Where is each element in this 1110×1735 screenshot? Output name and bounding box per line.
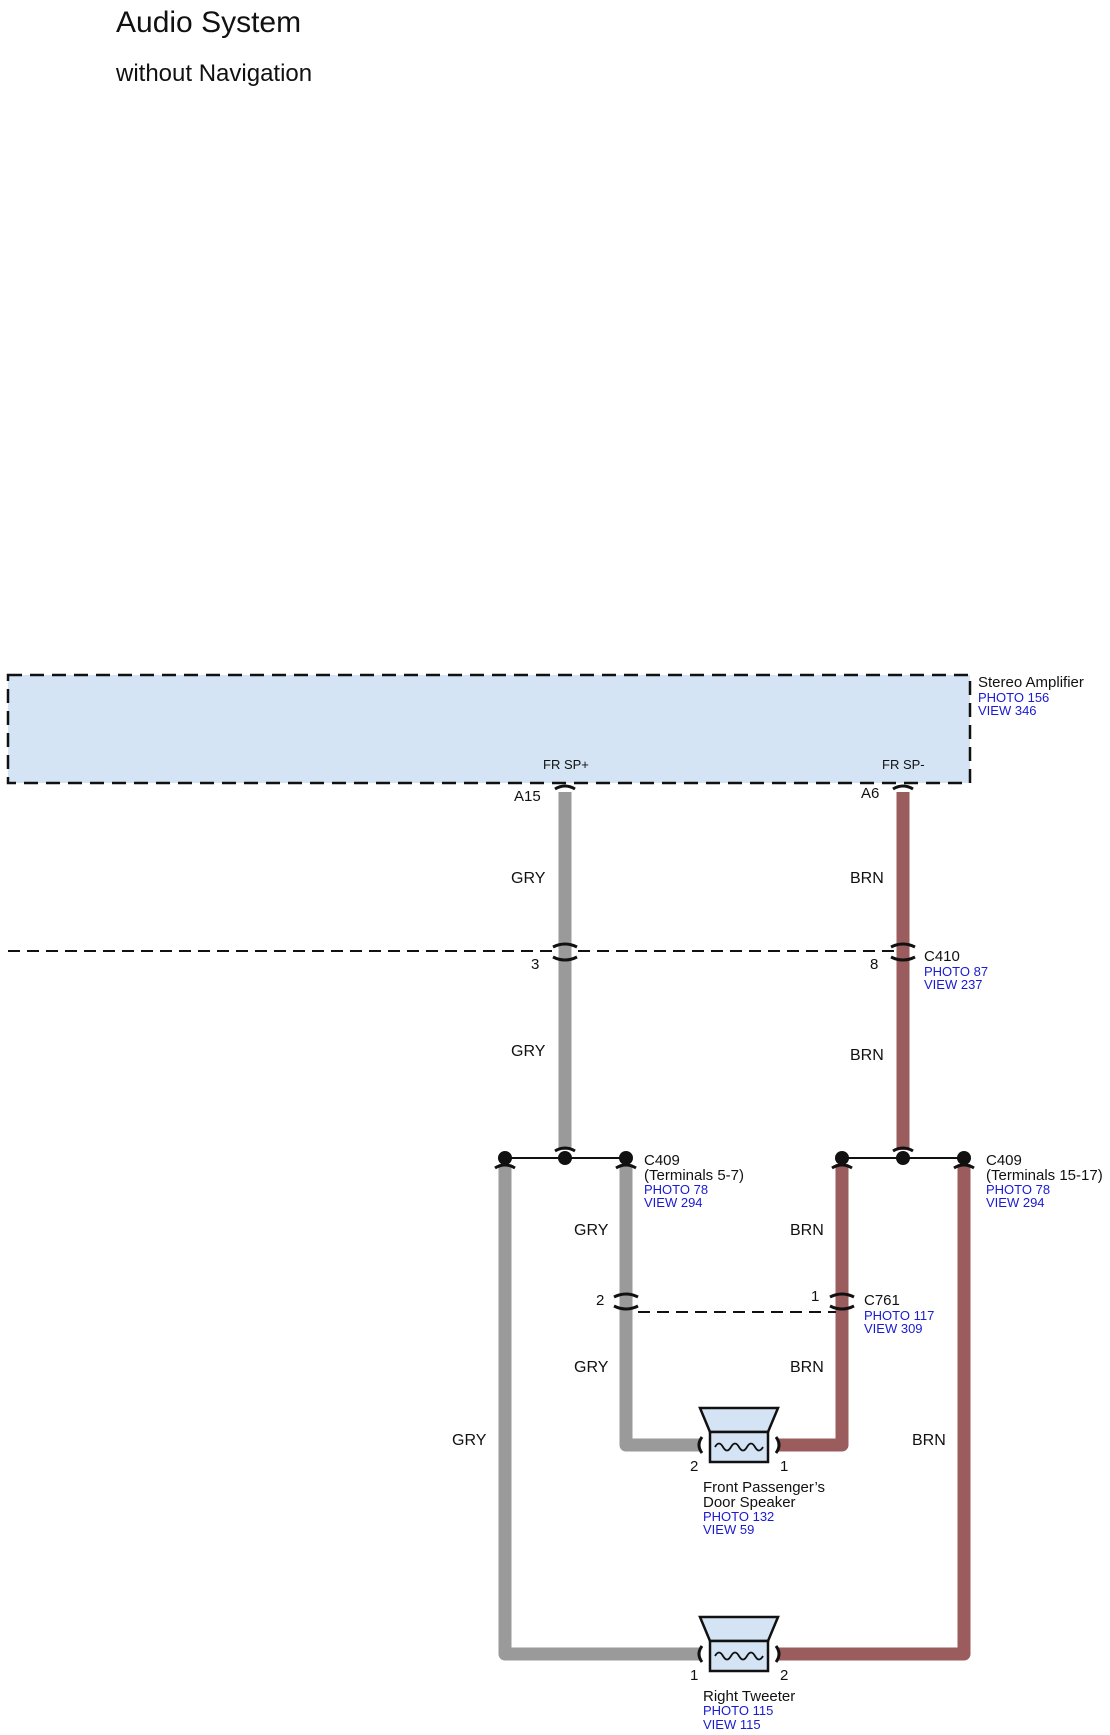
wire-brn-to-speaker [778, 1164, 849, 1452]
brn-wires [778, 792, 971, 1661]
speaker-photo-link[interactable]: PHOTO 132 [703, 1509, 774, 1524]
speaker-view-link[interactable]: VIEW 59 [703, 1522, 754, 1537]
c410-photo-link[interactable]: PHOTO 87 [924, 964, 988, 979]
page-subtitle: without Navigation [116, 60, 313, 87]
speaker-name-line1: Front Passenger’s [703, 1479, 825, 1496]
stereo-amplifier-box [6, 673, 972, 785]
c761-photo-link[interactable]: PHOTO 117 [864, 1308, 934, 1323]
wire-brn-to-tweeter [778, 1164, 971, 1661]
wire-label-gry-2: GRY [511, 1043, 546, 1060]
wire-label-brn-3: BRN [790, 1222, 824, 1239]
wire-label-brn-5: BRN [912, 1432, 946, 1449]
c409-right-name: C409 [986, 1152, 1022, 1169]
tweeter-pin-1: 1 [690, 1667, 698, 1684]
wire-gry-to-speaker [619, 1164, 700, 1452]
c761-pin-1: 1 [811, 1288, 819, 1305]
c409-left-view-link[interactable]: VIEW 294 [644, 1195, 703, 1210]
c761-view-link[interactable]: VIEW 309 [864, 1321, 923, 1336]
c409-right-terminals: (Terminals 15-17) [986, 1167, 1103, 1184]
tweeter-name: Right Tweeter [703, 1688, 795, 1705]
tweeter-pin-2: 2 [780, 1667, 788, 1684]
gry-wires [498, 792, 700, 1661]
c409-left-terminals: (Terminals 5-7) [644, 1167, 744, 1184]
amplifier-name: Stereo Amplifier [978, 674, 1084, 691]
amp-pin-a15: A15 [514, 788, 541, 805]
right-tweeter-icon [697, 1615, 781, 1673]
wire-label-gry-4: GRY [574, 1359, 609, 1376]
c409-left-name: C409 [644, 1152, 680, 1169]
page-title: Audio System [116, 6, 302, 39]
wire-label-gry-5: GRY [452, 1432, 487, 1449]
c409-right-view-link[interactable]: VIEW 294 [986, 1195, 1045, 1210]
wire-label-brn-1: BRN [850, 870, 884, 887]
tweeter-photo-link[interactable]: PHOTO 115 [703, 1703, 773, 1718]
c410-name: C410 [924, 948, 960, 965]
front-passenger-door-speaker-icon [697, 1406, 781, 1464]
wire-label-gry-3: GRY [574, 1222, 609, 1239]
speaker-pin-1: 1 [780, 1458, 788, 1475]
c410-view-link[interactable]: VIEW 237 [924, 977, 983, 992]
c761-name: C761 [864, 1292, 900, 1309]
speaker-name-line2: Door Speaker [703, 1494, 796, 1511]
tweeter-view-link[interactable]: VIEW 115 [703, 1717, 761, 1732]
c410-pin-8: 8 [870, 956, 878, 973]
wire-label-gry-1: GRY [511, 870, 546, 887]
amplifier-view-link[interactable]: VIEW 346 [978, 703, 1037, 718]
amp-pin-label-fr-sp-plus: FR SP+ [543, 757, 589, 772]
wire-label-brn-2: BRN [850, 1047, 884, 1064]
speaker-pin-2: 2 [690, 1458, 698, 1475]
amp-pin-label-fr-sp-minus: FR SP- [882, 757, 925, 772]
c761-pin-2: 2 [596, 1292, 604, 1309]
c409-right-photo-link[interactable]: PHOTO 78 [986, 1182, 1050, 1197]
splice-dots [498, 1151, 971, 1165]
amp-pin-a6: A6 [861, 785, 879, 802]
c410-pin-3: 3 [531, 956, 539, 973]
wire-label-brn-4: BRN [790, 1359, 824, 1376]
c409-left-photo-link[interactable]: PHOTO 78 [644, 1182, 708, 1197]
amplifier-photo-link[interactable]: PHOTO 156 [978, 690, 1049, 705]
wire-gry-to-tweeter [498, 1164, 700, 1661]
